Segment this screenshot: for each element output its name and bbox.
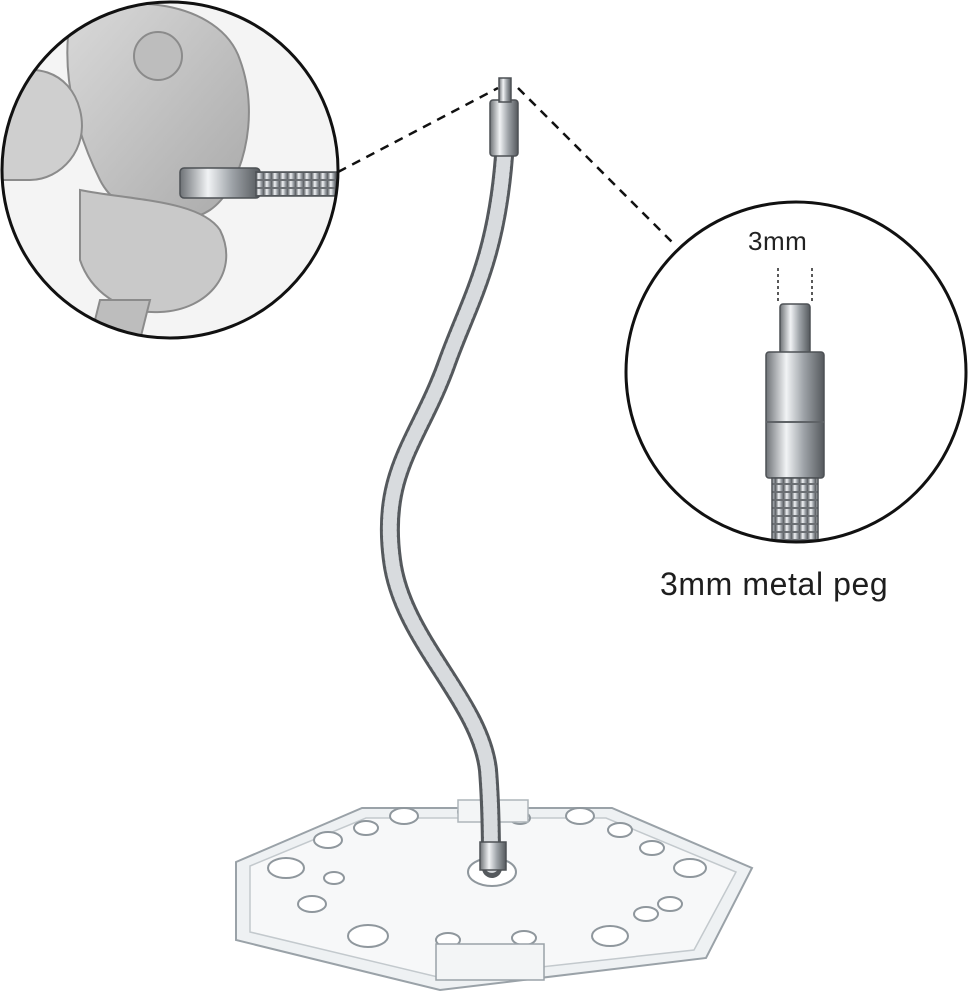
figure-detail-circle	[0, 0, 340, 340]
flexible-gooseneck-arm	[379, 77, 519, 878]
dashed-connector-lines	[337, 86, 677, 247]
peg-detail-circle	[624, 200, 968, 544]
peg-caption: 3mm metal peg	[660, 566, 889, 602]
peg-diameter-label: 3mm	[748, 226, 808, 256]
